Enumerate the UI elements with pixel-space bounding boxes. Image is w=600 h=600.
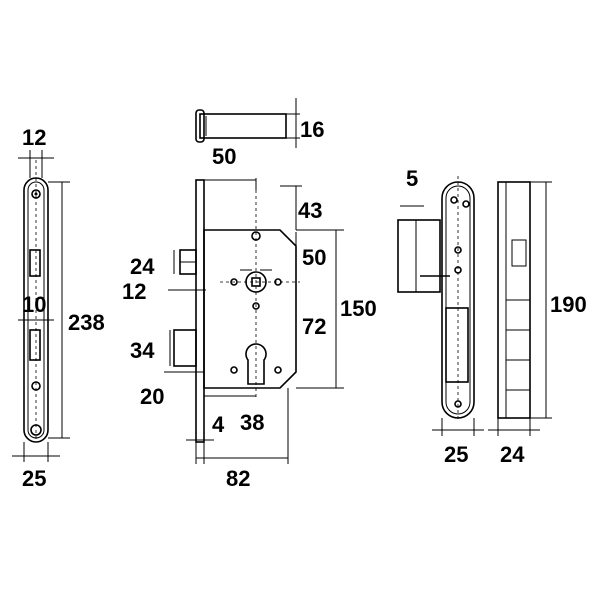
lock-front-plate [195, 179, 205, 443]
dim-12-top-label: 12 [22, 125, 46, 150]
dim-4-label: 4 [212, 412, 225, 437]
lock-screw-low-r [274, 366, 282, 374]
strike-side-steps [506, 299, 530, 391]
faceplate-latch-slot [29, 249, 41, 277]
dim-12-latch-label: 12 [122, 279, 146, 304]
dim-50-spindle-label: 50 [302, 245, 326, 270]
lock-bolt [173, 329, 197, 367]
strike-side-latch [511, 239, 527, 267]
pin-view: 16 [195, 98, 324, 148]
lock-case-body [203, 229, 297, 389]
strike-screw-a [450, 196, 458, 204]
faceplate-view: 12 238 10 25 [12, 125, 105, 491]
lock-screw-low [230, 366, 238, 374]
dim-34-label: 34 [130, 338, 155, 363]
dim-72-label: 72 [302, 314, 326, 339]
dim-50-backset-label: 50 [212, 144, 236, 169]
lock-cylinder-profile [245, 343, 267, 385]
dim-190-label: 190 [550, 292, 587, 317]
faceplate-screw-top-dot [34, 192, 38, 196]
dim-43-label: 43 [298, 198, 322, 223]
dim-150-label: 150 [340, 296, 377, 321]
strike-slot [445, 307, 469, 383]
dim-5-label: 5 [406, 166, 418, 191]
dim-10-label: 10 [22, 292, 46, 317]
strike-plate-inner [445, 185, 471, 415]
strike-screw-b [462, 200, 470, 208]
dim-238-label: 238 [68, 310, 105, 335]
dim-24-right-label: 24 [500, 442, 525, 467]
pin-head [195, 109, 205, 143]
lock-case-view: 50 43 24 12 50 150 72 34 20 4 [122, 144, 377, 491]
lock-screw-mid [252, 302, 260, 310]
lock-screw-left [230, 278, 238, 286]
dim-20-label: 20 [140, 384, 164, 409]
dim-25-left-label: 25 [22, 466, 46, 491]
dim-82-label: 82 [226, 466, 250, 491]
strike-keep-box [397, 219, 441, 293]
dim-24-latch-label: 24 [130, 254, 155, 279]
faceplate-bolt-slot [29, 329, 41, 361]
strike-screw-c [454, 246, 462, 254]
pin-body [199, 113, 287, 139]
dim-16-label: 16 [300, 117, 324, 142]
strike-view: 5 190 25 24 [397, 166, 587, 467]
dim-38-label: 38 [240, 410, 264, 435]
dim-25-right-label: 25 [444, 442, 468, 467]
